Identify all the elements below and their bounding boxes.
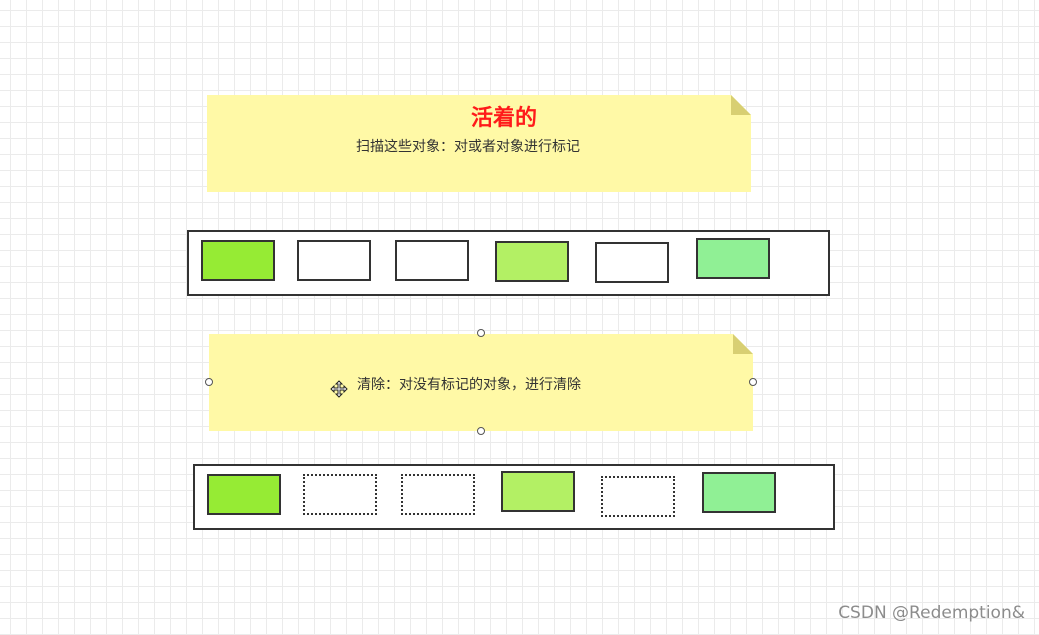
- heap-object[interactable]: [207, 474, 281, 515]
- watermark: CSDN @Redemption&: [838, 603, 1025, 623]
- note-mark[interactable]: [207, 95, 751, 192]
- heap-object-cleared[interactable]: [601, 476, 675, 517]
- heap-object-cleared[interactable]: [303, 474, 377, 515]
- note-mark-title: 活着的: [470, 106, 538, 131]
- heap-object[interactable]: [696, 238, 770, 279]
- heap-object-cleared[interactable]: [401, 474, 475, 515]
- move-cursor-icon: [330, 380, 348, 398]
- note-sweep[interactable]: [209, 334, 753, 431]
- note-mark-text: 扫描这些对象：对或者对象进行标记: [356, 139, 580, 155]
- resize-handle-left[interactable]: [205, 378, 213, 386]
- heap-object[interactable]: [495, 241, 569, 282]
- heap-object[interactable]: [395, 240, 469, 281]
- resize-handle-top[interactable]: [477, 329, 485, 337]
- heap-object[interactable]: [501, 471, 575, 512]
- heap-object[interactable]: [201, 240, 275, 281]
- heap-object[interactable]: [595, 242, 669, 283]
- resize-handle-right[interactable]: [749, 378, 757, 386]
- note-sweep-fold: [733, 334, 753, 354]
- note-sweep-text: 清除：对没有标记的对象，进行清除: [357, 377, 581, 393]
- heap-object[interactable]: [297, 240, 371, 281]
- heap-object[interactable]: [702, 472, 776, 513]
- resize-handle-bottom[interactable]: [477, 427, 485, 435]
- note-mark-fold: [731, 95, 751, 115]
